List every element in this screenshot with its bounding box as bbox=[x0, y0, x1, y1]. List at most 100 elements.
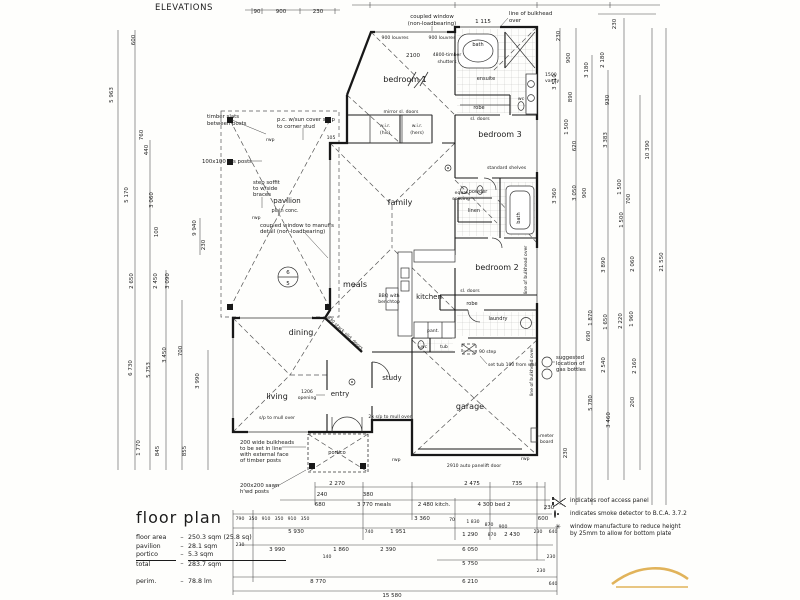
wir-hers-2: (hers) bbox=[410, 130, 424, 136]
stat-value: 250.3 sqm (25.8 sq) bbox=[188, 534, 252, 541]
room-pavilion-note: plain conc. bbox=[271, 208, 299, 214]
legend-roof-access: indicates roof access panel bbox=[552, 497, 782, 505]
dim: 930 bbox=[605, 94, 611, 105]
dim: 240 bbox=[317, 492, 328, 498]
fixture-robe-bed2: robe bbox=[466, 301, 477, 307]
fixtures bbox=[331, 31, 538, 433]
note-1206-1: 1206 bbox=[301, 389, 313, 395]
floor-plan-title-block: floor plan floor area – 250.3 sqm (25.8 … bbox=[136, 508, 286, 587]
pavilion-posts bbox=[227, 117, 331, 310]
fixture-robe-bed3: robe bbox=[473, 105, 484, 111]
dim: 3 360 bbox=[552, 188, 558, 204]
dim: 910 bbox=[288, 516, 297, 522]
dim: 6 210 bbox=[462, 579, 478, 585]
dim: 1 500 bbox=[617, 179, 623, 195]
note-gas-2: location of bbox=[556, 361, 584, 367]
dim: 2 480 kitch. bbox=[418, 502, 451, 508]
dim: 2 180 bbox=[600, 52, 606, 68]
dim: 1 500 bbox=[564, 119, 570, 135]
dim: 10 390 bbox=[645, 140, 651, 160]
dim: 640 bbox=[549, 529, 558, 535]
room-bedroom2: bedroom 2 bbox=[475, 263, 518, 272]
room-living: living bbox=[266, 392, 288, 401]
note-bulkheads-1: 200 wide bulkheads bbox=[240, 440, 294, 446]
dim: 890 bbox=[568, 91, 574, 102]
dim: 760 bbox=[139, 129, 145, 140]
legend-text: indicates smoke detector to B.C.A. 3.7.2 bbox=[570, 511, 687, 517]
dim: 2100 bbox=[406, 53, 420, 59]
room-portico: portico bbox=[328, 450, 345, 456]
dim: 1 290 bbox=[462, 532, 478, 538]
dim: 1 770 bbox=[136, 440, 142, 456]
stat-dash: – bbox=[180, 559, 184, 567]
fixture-tub: tub bbox=[440, 344, 448, 350]
note-bulkhead-rot2: line of bulkhead over bbox=[529, 348, 535, 397]
dim: 5 170 bbox=[124, 187, 130, 203]
note-coverstrip-1: p.c. w/sun cover strip bbox=[277, 117, 335, 123]
dim: 700 bbox=[178, 345, 184, 356]
dim: 690 bbox=[586, 330, 592, 341]
dim: 230 bbox=[556, 30, 562, 41]
note-bbq-2: benchtop bbox=[378, 299, 400, 305]
note-bulkheads-2: to be set in line bbox=[240, 446, 283, 452]
external-walls bbox=[231, 25, 539, 457]
portico-outline bbox=[307, 433, 369, 473]
dim: 2 270 bbox=[329, 481, 345, 487]
dim: 5 753 bbox=[146, 362, 152, 378]
architect-logo bbox=[611, 567, 689, 588]
dim: 3 180 bbox=[584, 62, 590, 78]
dim: 2 450 bbox=[153, 273, 159, 289]
dim: 5 750 bbox=[462, 561, 478, 567]
stat-label: pavilion bbox=[136, 542, 161, 550]
dim: 3 090 bbox=[165, 273, 171, 289]
dim: 350 bbox=[301, 516, 310, 522]
note-coupled2-1: coupled window to manuf's bbox=[260, 223, 334, 229]
note-sawn-1: 200x200 sawn bbox=[240, 483, 279, 489]
dim: 700 bbox=[626, 193, 632, 204]
roof-access-panel-icon bbox=[552, 497, 570, 505]
dim: 5 930 bbox=[288, 529, 304, 535]
dim: 2 160 bbox=[632, 358, 638, 374]
dim: 1 115 bbox=[475, 19, 491, 25]
note-panelift: 2910 auto panelift door bbox=[447, 463, 501, 469]
dim: 9 940 bbox=[192, 220, 198, 236]
dim: 3 450 bbox=[162, 347, 168, 363]
room-meals: meals bbox=[343, 280, 367, 289]
legend-smoke-detector: indicates smoke detector to B.C.A. 3.7.2 bbox=[552, 510, 782, 518]
note-shelves: standard shelves bbox=[487, 165, 527, 171]
stat-label: perim. bbox=[136, 578, 157, 585]
dim: 3 050 bbox=[572, 185, 578, 201]
dim: 230 bbox=[537, 568, 546, 574]
dim: 90 bbox=[254, 9, 261, 15]
dim: 2 430 bbox=[504, 532, 520, 538]
dim: 200 bbox=[630, 396, 636, 407]
wir-hers-1: w.i.r. bbox=[412, 123, 422, 129]
dim: 3 890 bbox=[601, 257, 607, 273]
note-rwp-2: rwp bbox=[252, 215, 261, 221]
dim: 3 060 bbox=[149, 192, 155, 208]
note-sawn-2: h'wd posts bbox=[240, 489, 269, 495]
dims-inner: 2100 105 bbox=[327, 53, 421, 141]
stat-total: total – 283.7 sqm bbox=[136, 559, 286, 570]
dim: 230 bbox=[544, 505, 555, 511]
dim: 845 bbox=[155, 445, 161, 456]
stat-label: total bbox=[136, 559, 176, 570]
dim: 1 650 bbox=[603, 314, 609, 330]
dim: 3 383 bbox=[603, 132, 609, 148]
room-family: family bbox=[388, 198, 413, 207]
legend-window-line2: by 25mm to allow for bottom plate bbox=[570, 531, 672, 537]
fixture-bath: bath bbox=[472, 42, 483, 48]
dim: 3 460 bbox=[606, 412, 612, 428]
stat-portico: portico – 5.3 sqm bbox=[136, 551, 286, 560]
legend-window-line1: window manufacture to reduce height bbox=[570, 524, 681, 530]
note-equal-2: spacing bbox=[452, 196, 470, 202]
dim: 230 bbox=[534, 529, 543, 535]
room-laundry: laundry bbox=[489, 316, 508, 322]
dim: 1 500 bbox=[619, 212, 625, 228]
note-bulkhead-2: over bbox=[509, 18, 522, 24]
note-vanity-1: 1500 bbox=[545, 72, 557, 78]
dim: 680 bbox=[315, 502, 326, 508]
note-bulkhead-1: line of bulkhead bbox=[509, 11, 552, 17]
